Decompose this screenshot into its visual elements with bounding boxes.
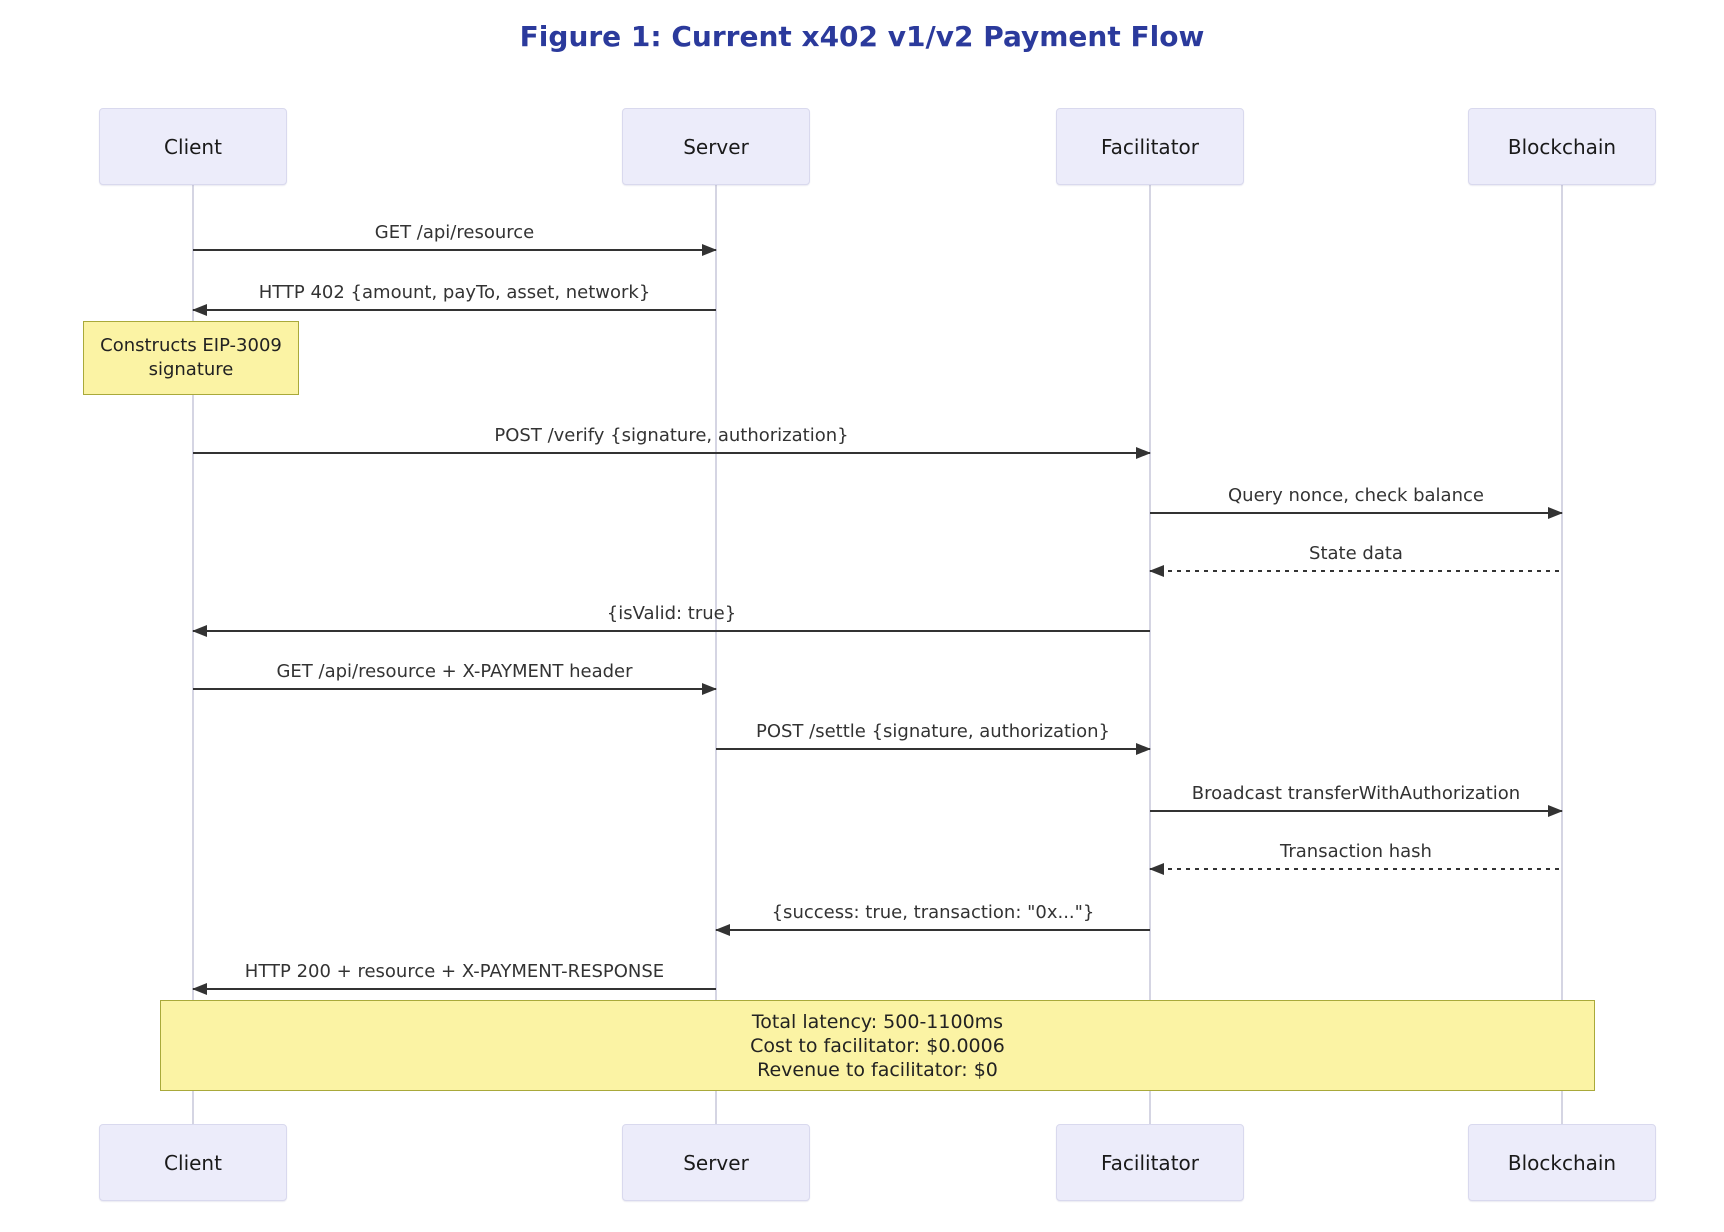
message-label: GET /api/resource + X-PAYMENT header	[276, 661, 633, 682]
message-post-settle: POST /settle {signature, authorization}	[716, 716, 1151, 755]
arrowhead-left-icon	[192, 625, 207, 637]
message-line	[193, 452, 1150, 454]
arrowhead-right-icon	[1548, 805, 1563, 817]
message-line	[193, 688, 716, 690]
actor-label: Server	[683, 134, 749, 159]
arrowhead-right-icon	[702, 683, 717, 695]
actor-label: Facilitator	[1101, 1150, 1199, 1175]
arrowhead-left-icon	[1149, 863, 1164, 875]
message-line	[193, 630, 1150, 632]
message-line	[193, 249, 716, 251]
arrowhead-left-icon	[192, 983, 207, 995]
actor-server-top: Server	[622, 108, 810, 185]
note-line: Cost to facilitator: $0.0006	[750, 1034, 1005, 1057]
message-label: HTTP 402 {amount, payTo, asset, network}	[258, 282, 651, 303]
message-get-api-resource: GET /api/resource	[193, 217, 717, 256]
message-label: Transaction hash	[1280, 841, 1432, 862]
arrowhead-left-icon	[1149, 565, 1164, 577]
message-broadcast-transfer: Broadcast transferWithAuthorization	[1150, 778, 1563, 817]
arrowhead-right-icon	[702, 244, 717, 256]
arrowhead-left-icon	[192, 304, 207, 316]
message-label: POST /verify {signature, authorization}	[494, 425, 849, 446]
actor-label: Blockchain	[1507, 134, 1617, 159]
message-label: Query nonce, check balance	[1228, 485, 1484, 506]
message-settle-success: {success: true, transaction: "0x..."}	[715, 897, 1150, 936]
message-label: HTTP 200 + resource + X-PAYMENT-RESPONSE	[244, 961, 665, 982]
actor-label: Blockchain	[1507, 1150, 1617, 1175]
lifeline-client	[192, 185, 194, 1124]
note-line: Total latency: 500-1100ms	[751, 1010, 1004, 1033]
actor-blockchain-top: Blockchain	[1468, 108, 1656, 185]
figure-title: Figure 1: Current x402 v1/v2 Payment Flo…	[519, 20, 1205, 53]
message-line	[716, 929, 1150, 931]
message-line	[1150, 570, 1562, 572]
message-label: GET /api/resource	[374, 222, 535, 243]
message-http-200: HTTP 200 + resource + X-PAYMENT-RESPONSE	[192, 956, 716, 995]
message-label: POST /settle {signature, authorization}	[755, 721, 1110, 742]
actor-server-bottom: Server	[622, 1124, 810, 1201]
message-label: {success: true, transaction: "0x..."}	[771, 902, 1095, 923]
lifeline-server	[715, 185, 717, 1124]
actor-label: Client	[164, 134, 222, 159]
message-line	[193, 309, 716, 311]
actor-label: Facilitator	[1101, 134, 1199, 159]
actor-label: Server	[683, 1150, 749, 1175]
actor-label: Client	[164, 1150, 222, 1175]
arrowhead-right-icon	[1136, 447, 1151, 459]
message-line	[1150, 868, 1562, 870]
actor-client-top: Client	[99, 108, 287, 185]
message-line	[1150, 512, 1562, 514]
actor-client-bottom: Client	[99, 1124, 287, 1201]
message-label: Broadcast transferWithAuthorization	[1191, 783, 1521, 804]
note-latency-summary: Total latency: 500-1100ms Cost to facili…	[160, 1000, 1595, 1091]
lifeline-facilitator	[1149, 185, 1151, 1124]
actor-facilitator-bottom: Facilitator	[1056, 1124, 1244, 1201]
actor-facilitator-top: Facilitator	[1056, 108, 1244, 185]
arrowhead-left-icon	[715, 924, 730, 936]
note-constructs-signature: Constructs EIP-3009 signature	[83, 321, 299, 395]
message-line	[716, 748, 1150, 750]
message-transaction-hash: Transaction hash	[1149, 836, 1562, 875]
message-post-verify: POST /verify {signature, authorization}	[193, 420, 1151, 459]
note-line: Revenue to facilitator: $0	[757, 1058, 998, 1081]
actor-blockchain-bottom: Blockchain	[1468, 1124, 1656, 1201]
message-get-with-payment-header: GET /api/resource + X-PAYMENT header	[193, 656, 717, 695]
message-line	[193, 988, 716, 990]
message-line	[1150, 810, 1562, 812]
message-query-nonce: Query nonce, check balance	[1150, 480, 1563, 519]
message-state-data: State data	[1149, 538, 1562, 577]
note-text: Constructs EIP-3009 signature	[100, 335, 282, 380]
arrowhead-right-icon	[1136, 743, 1151, 755]
message-is-valid: {isValid: true}	[192, 598, 1150, 637]
arrowhead-right-icon	[1548, 507, 1563, 519]
message-label: State data	[1309, 543, 1403, 564]
lifeline-blockchain	[1561, 185, 1563, 1124]
message-http-402: HTTP 402 {amount, payTo, asset, network}	[192, 277, 716, 316]
message-label: {isValid: true}	[606, 603, 737, 624]
